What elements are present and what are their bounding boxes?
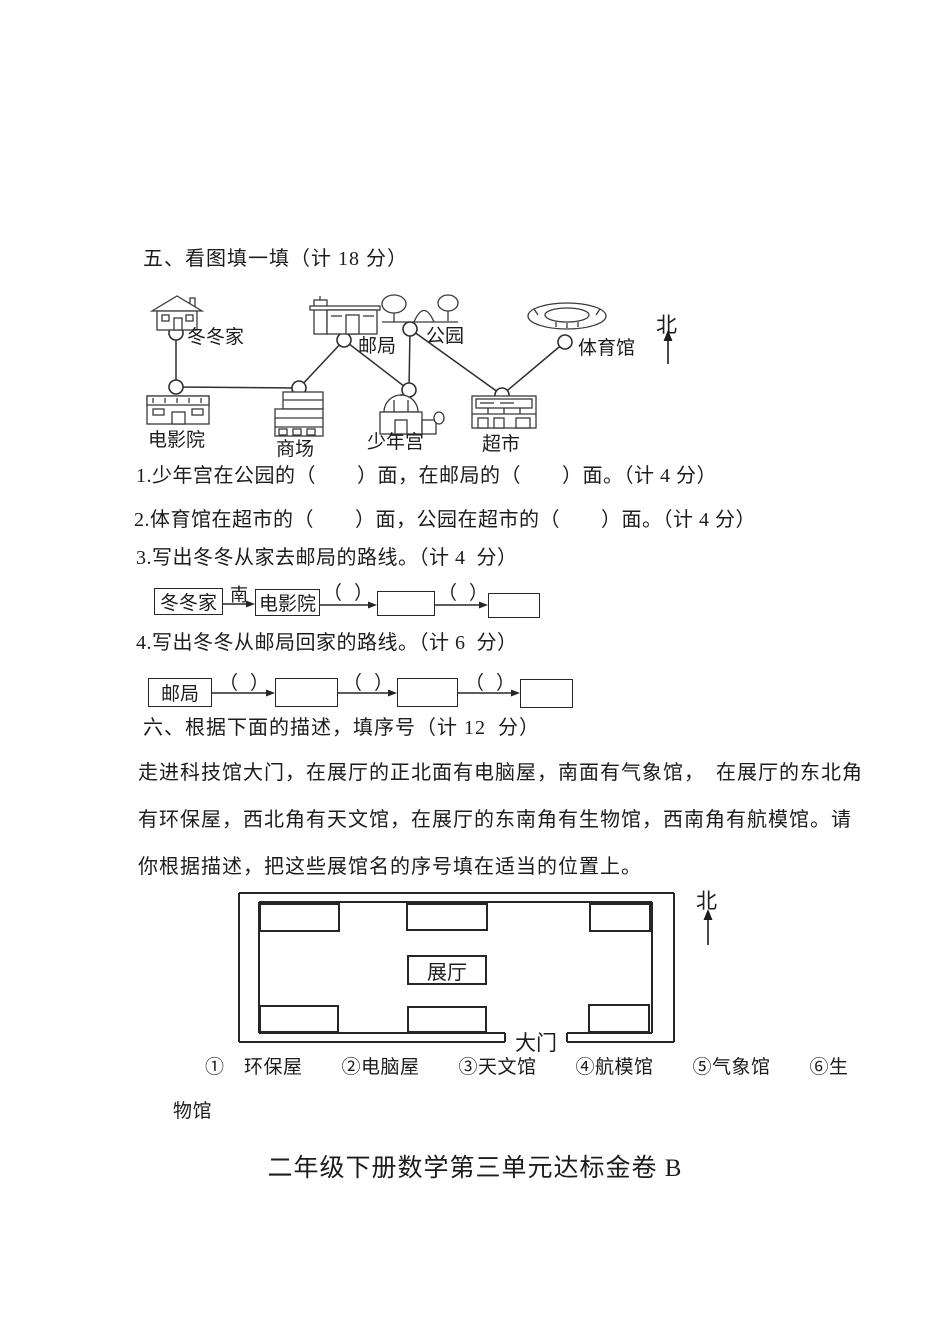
route1-box-cinema: 电影院 bbox=[255, 589, 320, 616]
question-4: 4.写出冬冬从邮局回家的路线。（计 6 分） bbox=[136, 632, 518, 654]
hall-center-box: 展厅 bbox=[407, 955, 487, 985]
route1-arrow2-blank: （） bbox=[323, 578, 373, 605]
label-market: 超市 bbox=[482, 434, 521, 455]
north-arrow bbox=[663, 330, 673, 364]
paren-open: （ bbox=[323, 583, 343, 604]
label-park: 公园 bbox=[426, 326, 465, 347]
post-office-icon bbox=[309, 296, 381, 335]
paren-close: ） bbox=[468, 583, 488, 604]
route1-box-home: 冬冬家 bbox=[154, 588, 223, 615]
node-post bbox=[336, 332, 352, 348]
route2-box-blank2 bbox=[397, 678, 458, 707]
house-icon bbox=[149, 295, 205, 331]
north-label: 北 bbox=[696, 889, 717, 913]
hall-slot-southwest-corner bbox=[259, 1005, 339, 1033]
route1-arrows bbox=[223, 600, 488, 609]
supermarket-icon bbox=[471, 395, 537, 429]
route2-arrow2-blank: （） bbox=[343, 668, 393, 695]
node-gym bbox=[557, 334, 573, 350]
question-1: 1.少年宫在公园的（ ）面，在邮局的（ ）面。（计 4 分） bbox=[136, 465, 717, 487]
route2-box-blank3 bbox=[520, 679, 573, 708]
hall-slot-northwest-corner bbox=[259, 903, 340, 932]
label-mall: 商场 bbox=[276, 439, 315, 460]
cinema-icon bbox=[146, 395, 210, 425]
paren-close: ） bbox=[373, 673, 393, 694]
label-home: 冬冬家 bbox=[187, 327, 245, 348]
route2-arrows bbox=[212, 689, 520, 697]
hall-slot-north bbox=[406, 903, 488, 931]
legend-line2: 物馆 bbox=[173, 1101, 213, 1122]
route-lines bbox=[175, 327, 566, 396]
question-3: 3.写出冬冬从家去邮局的路线。（计 4 分） bbox=[136, 547, 518, 569]
route2-arrow1-blank: （） bbox=[219, 668, 269, 695]
youth-palace-icon bbox=[379, 394, 445, 435]
route2-arrow3-blank: （） bbox=[465, 668, 515, 695]
node-cinema bbox=[168, 379, 184, 395]
paren-close: ） bbox=[495, 673, 515, 694]
legend-line1: ① 环保屋 ②电脑屋 ③天文馆 ④航模馆 ⑤气象馆 ⑥生 bbox=[205, 1057, 849, 1078]
map-graph bbox=[146, 294, 673, 437]
section6-paragraph-line1: 走进科技馆大门，在展厅的正北面有电脑屋，南面有气象馆， 在展厅的东北角 bbox=[138, 762, 863, 784]
route2-box-post: 邮局 bbox=[148, 678, 212, 707]
section6-paragraph-line2: 有环保屋，西北角有天文馆，在展厅的东南角有生物馆，西南角有航模馆。请 bbox=[138, 809, 852, 831]
route1-box-blank2 bbox=[488, 593, 540, 618]
paren-close: ） bbox=[353, 583, 373, 604]
paren-open: （ bbox=[219, 673, 239, 694]
hall-floorplan: 展厅 大门 北 bbox=[238, 885, 738, 1065]
mall-icon bbox=[274, 391, 324, 437]
paren-open: （ bbox=[465, 673, 485, 694]
paren-open: （ bbox=[343, 673, 363, 694]
route1-arrow1-label: 南 bbox=[230, 585, 248, 605]
label-cinema: 电影院 bbox=[148, 430, 206, 451]
question-2: 2.体育馆在超市的（ ）面，公园在超市的（ ）面。（计 4 分） bbox=[134, 509, 756, 531]
hall-walls bbox=[238, 892, 713, 1043]
route2-box-blank1 bbox=[275, 678, 338, 707]
paren-open: （ bbox=[438, 583, 458, 604]
hall-slot-southeast-corner bbox=[588, 1004, 650, 1033]
footer-title: 二年级下册数学第三单元达标金卷 B bbox=[267, 1155, 683, 1182]
route1-arrow3-blank: （） bbox=[438, 578, 488, 605]
hall-slot-northeast-corner bbox=[589, 903, 651, 932]
park-icon bbox=[381, 294, 459, 323]
hall-slot-south bbox=[407, 1006, 487, 1033]
gate-label: 大门 bbox=[515, 1031, 557, 1055]
route-post-to-home-diagram: 邮局 （） （） （） bbox=[143, 668, 583, 720]
paren-close: ） bbox=[249, 673, 269, 694]
section6-paragraph-line3: 你根据描述，把这些展馆名的序号填在适当的位置上。 bbox=[138, 856, 642, 878]
section6-title: 六、根据下面的描述，填序号（计 12 分） bbox=[143, 717, 540, 739]
route-home-to-post-diagram: 冬冬家 南 电影院 （） （） bbox=[143, 578, 563, 630]
label-youth: 少年宫 bbox=[367, 432, 425, 453]
label-post: 邮局 bbox=[358, 336, 397, 357]
section5-title: 五、看图填一填（计 18 分） bbox=[143, 248, 408, 270]
stadium-icon bbox=[527, 302, 607, 330]
node-park bbox=[402, 321, 418, 337]
label-gym: 体育馆 bbox=[578, 338, 636, 359]
route1-box-blank1 bbox=[377, 591, 435, 616]
north-label: 北 bbox=[656, 313, 677, 337]
map-figure: 冬冬家 邮局 公园 体育馆 电影院 商场 少年宫 超市 北 bbox=[130, 288, 690, 464]
north-arrow bbox=[703, 909, 713, 945]
